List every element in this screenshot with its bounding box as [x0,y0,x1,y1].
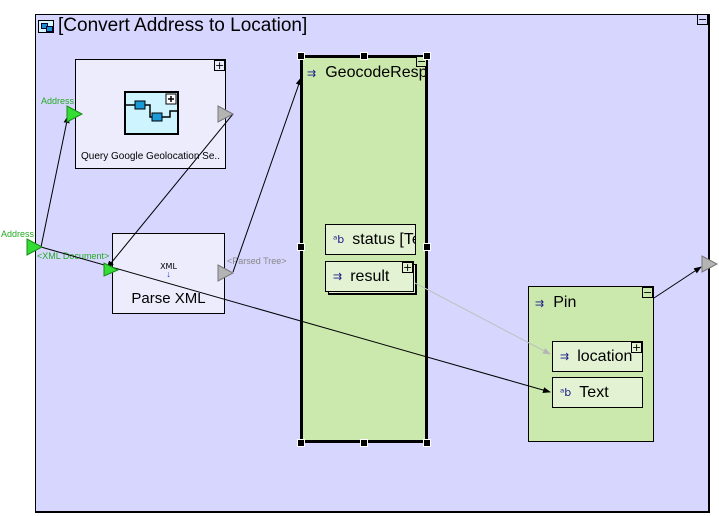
field-text-label: Text [579,383,609,401]
wire-query-to-parse[interactable] [106,113,234,269]
wire-pin-to-output[interactable] [653,266,702,299]
field-status[interactable]: ᵃb status [Te [325,224,416,255]
xml-icon: XML [160,262,177,271]
resize-handle[interactable] [360,52,368,60]
query-port-in[interactable] [66,105,84,123]
geocode-header: ⇉ GeocodeResp [307,64,427,82]
resize-handle[interactable] [360,439,368,447]
input-port-label: Address [1,229,35,239]
resize-handle[interactable] [423,243,431,251]
text-type-icon: ᵃb [560,386,572,399]
pin-header: ⇉ Pin [535,294,576,312]
xml-arrow-icon: ↓ [166,269,171,279]
field-result-label: result [350,267,390,285]
pin-header-text: Pin [553,294,577,311]
parse-port-out-label: <Parsed Tree> [227,256,287,266]
wire-result-to-location[interactable] [414,282,551,355]
resize-handle[interactable] [423,52,431,60]
location-expand-button[interactable]: + [631,341,642,354]
result-expand-button[interactable]: + [402,261,413,274]
field-location[interactable]: ⇉ location + [552,341,643,372]
field-text[interactable]: ᵃb Text [552,377,643,408]
resize-handle[interactable] [423,439,431,447]
wire-address-to-query[interactable] [40,115,70,248]
resize-handle[interactable] [297,439,305,447]
input-port-address[interactable] [26,238,44,256]
struct-type-icon: ⇉ [307,66,317,80]
field-location-label: location [577,347,633,365]
query-port-in-label: Address [41,96,75,106]
struct-type-icon: ⇉ [333,270,343,283]
parse-node-label: Parse XML [131,290,206,307]
query-node-label: Query Google Geolocation Se.. [81,151,220,162]
parse-port-out[interactable] [217,264,235,282]
workflow-icon [124,91,179,135]
pin-node[interactable]: ⇉ Pin − ⇉ location + ᵃb Text [528,286,654,442]
parse-xml-node[interactable]: XML ↓ Parse XML [112,233,225,314]
wire-parse-to-geocode[interactable] [232,77,302,273]
geocode-header-text: GeocodeResp [325,64,427,81]
output-port[interactable] [701,255,719,273]
struct-type-icon: ⇉ [560,350,570,363]
pin-collapse-button[interactable]: − [642,286,653,299]
struct-type-icon: ⇉ [535,296,545,310]
subprocess-icon [38,19,54,33]
wire-address-to-pin-text[interactable] [40,246,551,393]
diagram-collapse-button[interactable]: − [697,13,708,26]
parse-port-in[interactable] [103,262,120,277]
query-expand-button[interactable]: + [214,59,225,72]
field-status-label: status [Te [352,230,416,248]
resize-handle[interactable] [297,243,305,251]
geocode-collapse-button[interactable]: − [416,55,427,68]
diagram-title-text: [Convert Address to Location] [58,15,308,36]
field-result[interactable]: ⇉ result + [325,261,414,292]
text-type-icon: ᵃb [333,233,345,246]
query-port-out[interactable] [217,105,235,123]
resize-handle[interactable] [297,52,305,60]
diagram-title: [Convert Address to Location] [38,15,307,37]
